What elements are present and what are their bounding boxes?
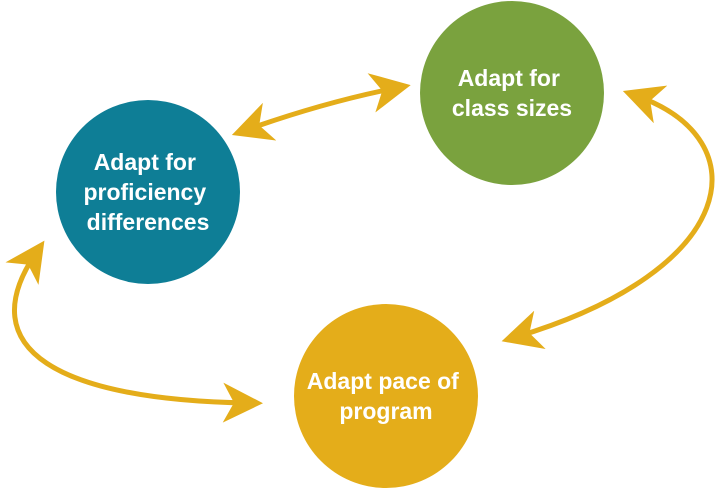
node-class-sizes: Adapt for class sizes (420, 1, 604, 185)
svg-text:Adapt for proficiency: Adapt for proficiency differences (83, 149, 212, 235)
node-class-sizes-line-1: Adapt for (458, 65, 560, 91)
svg-text:Adapt for class sizes: Adapt for class sizes (452, 65, 572, 121)
node-proficiency-circle (56, 100, 240, 284)
node-class-sizes-circle (420, 1, 604, 185)
svg-text:Adapt pace of program: Adapt pace of program (307, 368, 465, 424)
node-class-sizes-line-2: class sizes (452, 95, 572, 121)
arrow-proficiency-to-class-sizes (231, 73, 411, 141)
node-pace-of-program: Adapt pace of program (294, 304, 478, 488)
node-proficiency-line-2: proficiency (83, 179, 206, 205)
node-pace-line-2: program (339, 398, 432, 424)
arrow-pace-to-proficiency (5, 240, 263, 423)
node-pace-circle (294, 304, 478, 488)
node-proficiency-differences: Adapt for proficiency differences (56, 100, 240, 284)
node-proficiency-line-3: differences (87, 209, 210, 235)
arrow-class-sizes-to-pace (501, 85, 715, 349)
node-pace-line-1: Adapt pace of (307, 368, 459, 394)
node-proficiency-line-1: Adapt for (94, 149, 196, 175)
